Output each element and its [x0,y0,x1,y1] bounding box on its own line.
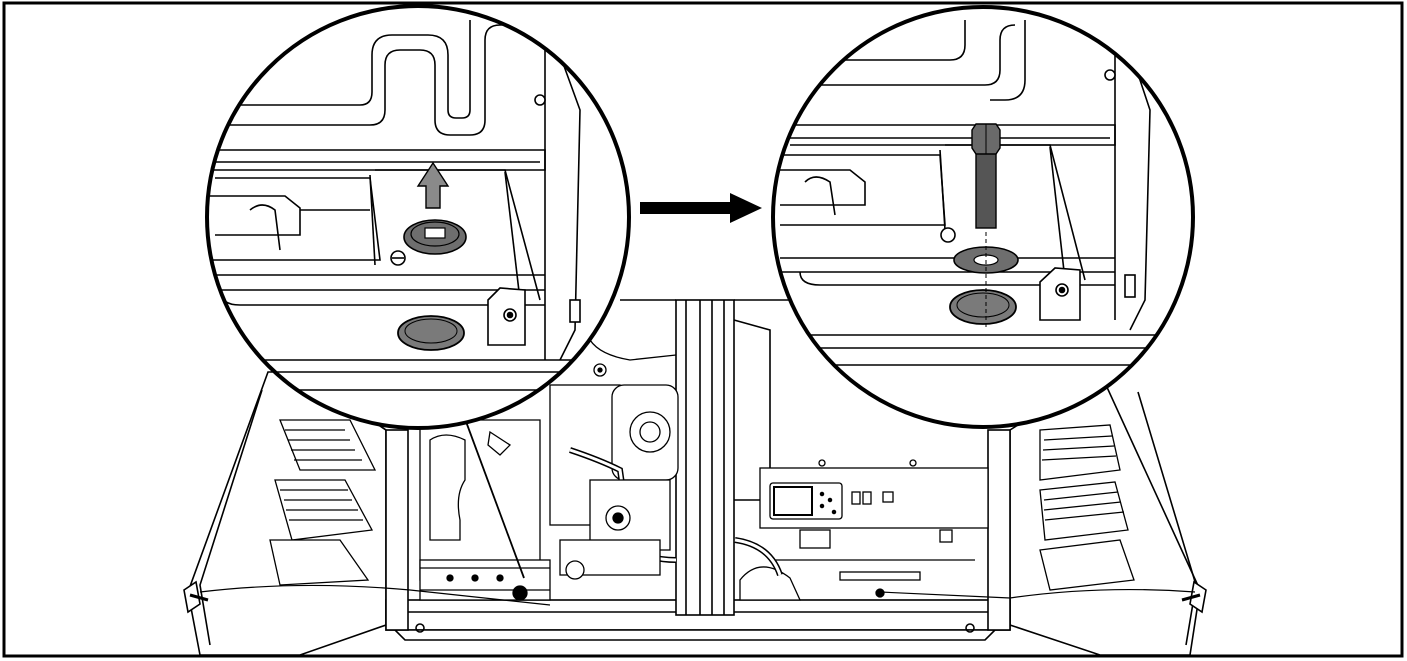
right-door-handle [1181,580,1207,614]
right-side-wall [987,429,1011,631]
control-compartment [734,459,989,601]
hex-bolt [971,123,1001,229]
right-door-louvers [1039,424,1135,591]
detail-circle-after-outline [771,5,1195,429]
left-door-louvers [269,419,377,586]
radiator-column [620,299,790,616]
remove-up-arrow-icon [416,161,450,209]
engine-assembly [549,339,679,580]
rubber-plug [403,219,467,255]
detail-circle-before-outline [205,4,631,430]
detail-circle-before [205,4,631,430]
detail-leader-line [457,399,525,579]
left-side-wall [385,429,409,631]
detail-circle-after [771,5,1195,429]
left-door-handle [183,580,209,614]
right-arrow-icon [640,193,762,223]
generator-enclosure [183,299,1207,656]
right-door-cable [879,588,1196,599]
left-door-cable [199,584,551,606]
left-door [183,371,387,656]
left-compartment [419,419,551,601]
